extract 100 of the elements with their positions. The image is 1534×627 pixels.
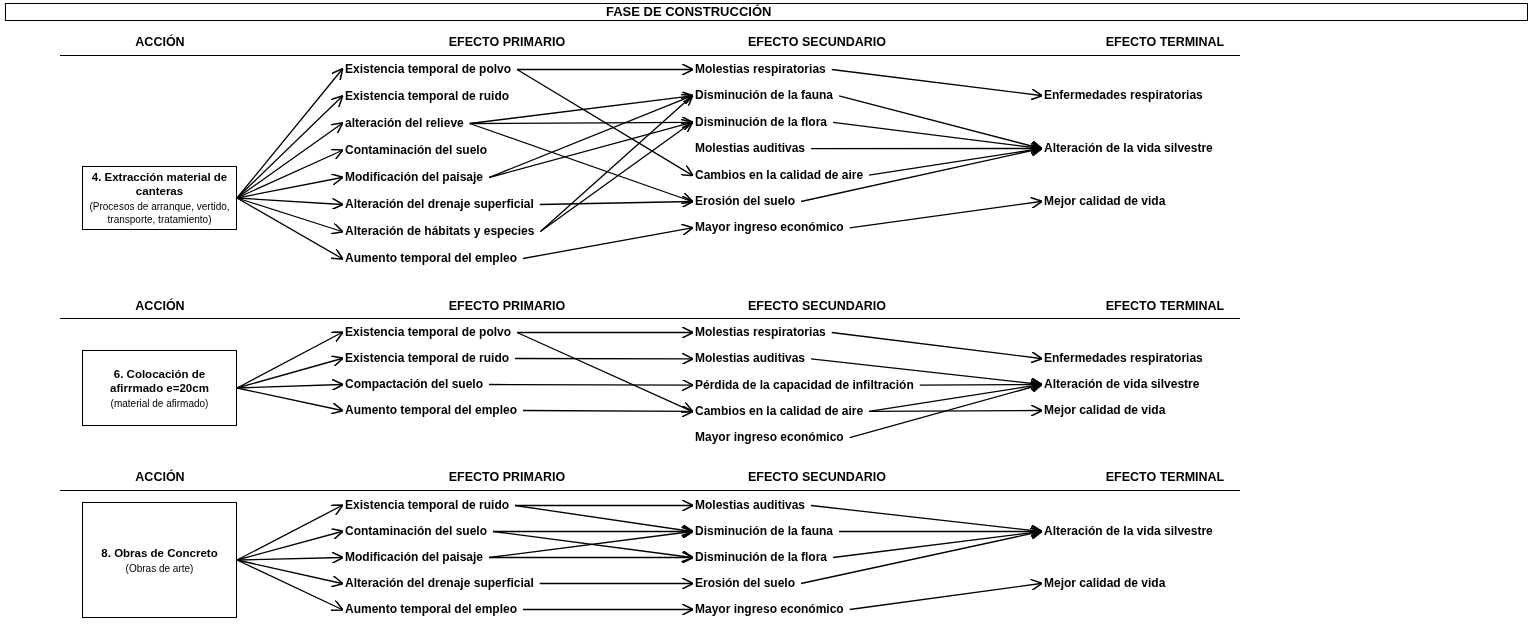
column-header: EFECTO SECUNDARIO xyxy=(748,299,886,313)
arrow xyxy=(849,381,1043,439)
effect-text: Alteración del drenaje superficial xyxy=(345,197,534,212)
effect-text: Molestias respiratorias xyxy=(695,62,826,77)
arrow xyxy=(236,504,344,561)
arrow xyxy=(831,68,1043,101)
effect-text: Erosión del suelo xyxy=(695,194,796,209)
effect-text: Molestias auditivas xyxy=(695,141,806,157)
arrow xyxy=(516,326,694,339)
effect-text: Existencia temporal de polvo xyxy=(345,325,512,340)
effect-text: Disminución de la fauna xyxy=(695,88,834,104)
action-box xyxy=(82,502,237,618)
column-header: EFECTO PRIMARIO xyxy=(448,470,566,484)
arrow xyxy=(236,197,344,211)
arrow xyxy=(539,195,694,208)
effect-text: Mejor calidad de vida xyxy=(1044,194,1166,209)
arrow xyxy=(516,331,694,414)
effect-text: Mejor calidad de vida xyxy=(1044,403,1166,418)
effect-text: Existencia temporal de ruido xyxy=(345,351,510,366)
arrow xyxy=(838,525,1043,538)
column-header: ACCIÓN xyxy=(135,470,185,484)
effect-text: Compactación del suelo xyxy=(345,377,484,392)
action-box xyxy=(82,350,237,426)
arrow xyxy=(236,67,344,199)
arrow xyxy=(469,116,694,129)
arrow xyxy=(514,352,694,366)
effect-text: alteración del relieve xyxy=(345,116,464,131)
effect-text: Disminución de la fauna xyxy=(695,524,834,539)
arrow xyxy=(236,197,344,260)
action-title: 6. Colocación de afirrmado e=20cm xyxy=(109,366,210,395)
arrow xyxy=(236,122,344,199)
action-note: (material de afirmado) xyxy=(110,396,209,410)
action-note: (Procesos de arranque, vertido, transporte, tratamiento) xyxy=(88,200,231,226)
arrow xyxy=(849,196,1043,229)
effect-text: Mayor ingreso económico xyxy=(695,602,844,617)
arrow xyxy=(516,68,694,177)
effect-text: Aumento temporal del empleo xyxy=(345,602,518,617)
arrow xyxy=(488,118,694,179)
arrow xyxy=(488,551,694,564)
arrow xyxy=(469,90,694,125)
arrow xyxy=(516,63,694,76)
effect-text: Contaminación del suelo xyxy=(345,524,488,539)
column-header: ACCIÓN xyxy=(135,35,185,49)
column-header: EFECTO PRIMARIO xyxy=(448,35,566,49)
effect-text: Molestias auditivas xyxy=(695,498,806,513)
effect-text: Alteración del drenaje superficial xyxy=(345,576,534,591)
effect-text: Aumento temporal del empleo xyxy=(345,251,518,266)
arrow xyxy=(810,142,1043,155)
column-header: EFECTO TERMINAL xyxy=(1105,470,1225,484)
column-header: EFECTO TERMINAL xyxy=(1105,35,1225,49)
effect-text: Mayor ingreso económico xyxy=(695,430,844,446)
effect-text: Molestias respiratorias xyxy=(695,325,826,340)
arrow xyxy=(539,577,694,590)
action-note: (Obras de arte) xyxy=(125,561,194,575)
action-box xyxy=(82,166,237,230)
arrow xyxy=(469,122,694,205)
effect-text: Enfermedades respiratorias xyxy=(1044,88,1203,103)
effect-text: Erosión del suelo xyxy=(695,576,796,591)
arrow xyxy=(522,223,694,260)
effect-text: Enfermedades respiratorias xyxy=(1044,351,1203,366)
effect-text: Existencia temporal de polvo xyxy=(345,62,512,77)
column-header: EFECTO PRIMARIO xyxy=(448,299,566,313)
column-header: EFECTO SECUNDARIO xyxy=(748,470,886,484)
effect-text: Modificación del paisaje xyxy=(345,550,484,565)
arrow xyxy=(868,404,1043,417)
effect-text: Aumento temporal del empleo xyxy=(345,403,518,418)
effect-text: Contaminación del suelo xyxy=(345,143,488,158)
effect-text: Alteración de hábitats y especies xyxy=(345,224,535,239)
effect-text: Cambios en la calidad de aire xyxy=(695,403,864,419)
effect-text: Alteración de la vida silvestre xyxy=(1044,141,1213,156)
effect-text: Mayor ingreso económico xyxy=(695,220,844,236)
arrow xyxy=(800,144,1043,203)
arrow xyxy=(236,387,344,415)
effect-text: Cambios en la calidad de aire xyxy=(695,167,864,183)
title-banner: FASE DE CONSTRUCCIÓN xyxy=(5,3,1528,21)
column-header: EFECTO TERMINAL xyxy=(1105,299,1225,313)
column-header: ACCIÓN xyxy=(135,299,185,313)
effect-text: Alteración de vida silvestre xyxy=(1044,377,1200,392)
arrow xyxy=(838,95,1043,153)
arrow xyxy=(522,405,694,418)
effect-text: Mejor calidad de vida xyxy=(1044,576,1166,591)
action-title: 8. Obras de Concreto xyxy=(101,545,218,560)
effect-text: Disminución de la flora xyxy=(695,550,828,565)
effect-text: Pérdida de la capacidad de infiltración xyxy=(695,377,914,393)
arrow xyxy=(919,378,1043,391)
action-title: 4. Extracción material de canteras xyxy=(90,170,229,198)
arrow xyxy=(236,559,344,588)
effect-text: Alteración de la vida silvestre xyxy=(1044,524,1213,539)
arrow xyxy=(236,197,344,235)
effect-text: Existencia temporal de ruido xyxy=(345,498,510,513)
effect-text: Molestias auditivas xyxy=(695,351,806,367)
arrow xyxy=(488,378,694,392)
arrow xyxy=(831,331,1043,364)
arrow xyxy=(800,527,1043,585)
arrow xyxy=(236,559,344,611)
effect-text: Modificación del paisaje xyxy=(345,170,484,185)
arrow xyxy=(522,603,694,616)
effect-text: Existencia temporal de ruido xyxy=(345,89,510,104)
column-header: EFECTO SECUNDARIO xyxy=(748,35,886,49)
arrow xyxy=(849,578,1043,611)
